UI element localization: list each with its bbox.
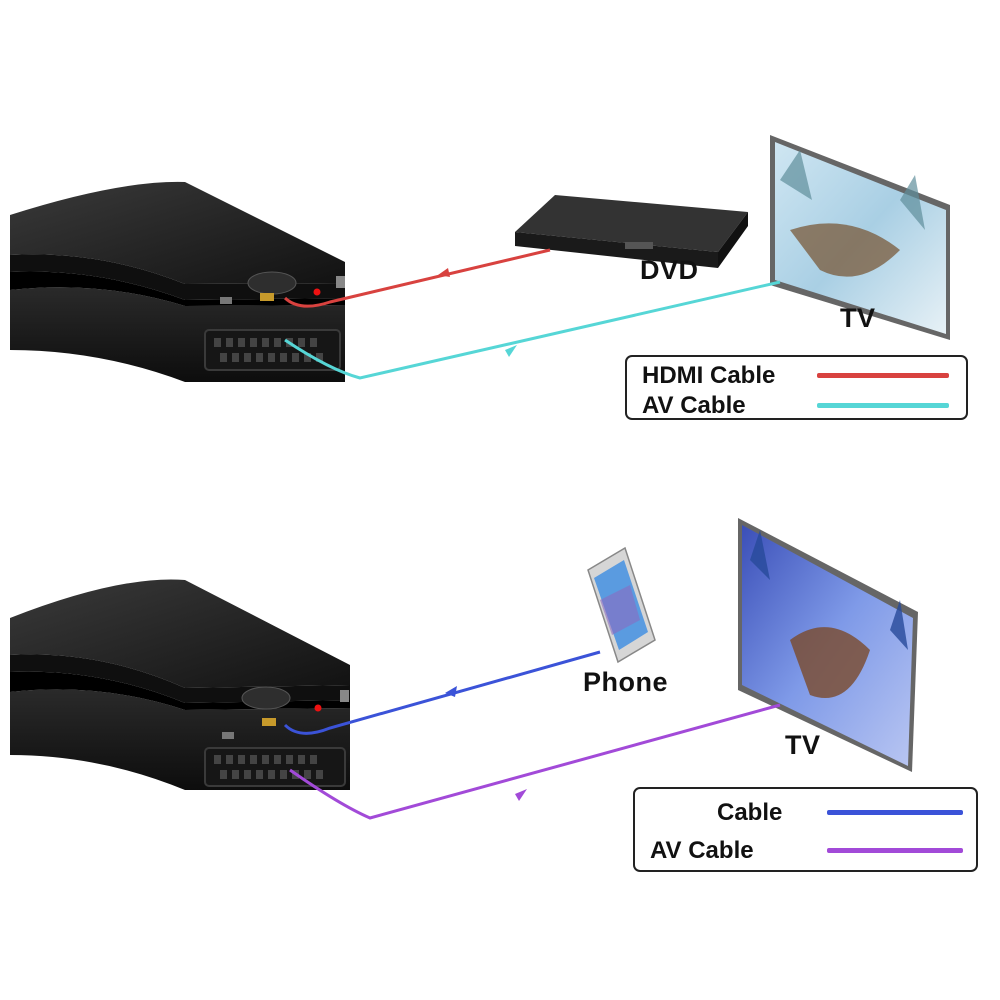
usb-port-icon [340, 690, 349, 702]
phone-cable-arrow [445, 686, 457, 697]
legend-row-av: AV Cable [635, 835, 976, 865]
legend-row-av: AV Cable [627, 390, 966, 420]
legend-swatch-hdmi [817, 373, 949, 378]
tv-label: TV [840, 303, 876, 333]
legend-swatch-av [817, 403, 949, 408]
av-cable-arrow [515, 789, 527, 801]
phone-label: Phone [583, 667, 669, 697]
top-scene: DVD TV HDMI Cable AV Cable [10, 135, 968, 420]
dvd-display-icon [625, 242, 653, 249]
tv-screen [738, 518, 918, 772]
switch-icon [222, 732, 234, 739]
dvd-label: DVD [640, 255, 699, 285]
tv-screen [770, 135, 950, 340]
legend-row-cable: Cable [635, 797, 976, 827]
phone-cable [283, 650, 601, 735]
hdmi-cable [283, 248, 551, 308]
converter-knob [241, 686, 291, 710]
phone [587, 546, 656, 664]
converter-knob [247, 271, 297, 295]
legend-label: AV Cable [650, 837, 754, 864]
legend-swatch-cable [827, 810, 963, 815]
tv-label: TV [785, 730, 821, 760]
legend-label: AV Cable [642, 392, 746, 419]
converter-upper-body [10, 181, 345, 284]
scart-converter [10, 181, 345, 382]
legend-label: HDMI Cable [642, 362, 776, 389]
usb-port-icon [336, 276, 345, 288]
dvd-player [515, 195, 748, 268]
legend-swatch-av [827, 848, 963, 853]
legend-row-hdmi: HDMI Cable [627, 360, 966, 390]
legend: HDMI Cable AV Cable [625, 355, 968, 420]
converter-seam [10, 271, 345, 306]
av-cable-arrow [505, 345, 517, 357]
power-led-icon [314, 704, 322, 712]
av-cable [289, 703, 781, 820]
tv-character [790, 223, 900, 277]
dvd-side [718, 212, 748, 268]
power-led-icon [313, 288, 321, 296]
converter-upper-body [10, 579, 350, 688]
hdmi-cable-arrow [438, 268, 450, 277]
hdmi-port-icon [260, 293, 274, 301]
scart-port-icon [204, 329, 341, 371]
hdmi-port-icon [262, 718, 276, 726]
scart-port-icon [204, 747, 346, 787]
top-diagram [10, 135, 950, 382]
bottom-diagram [10, 518, 918, 820]
legend-label: Cable [717, 799, 783, 826]
bottom-scene: Phone TV Cable AV Cable [0, 500, 1000, 1000]
converter-seam [10, 671, 350, 710]
dvd-top [515, 195, 748, 252]
legend: Cable AV Cable [633, 787, 978, 872]
dvd-front [515, 232, 718, 268]
av-cable [284, 280, 781, 380]
scart-converter [10, 579, 350, 790]
switch-icon [220, 297, 232, 304]
tv-character [790, 627, 870, 698]
